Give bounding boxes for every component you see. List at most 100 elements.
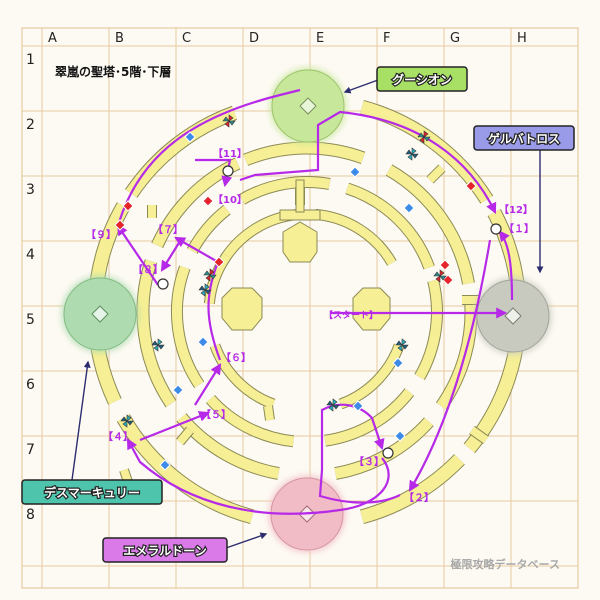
red-switch-tile — [439, 259, 451, 271]
orb-3 — [382, 447, 394, 459]
route-path — [116, 88, 514, 515]
pinwheel-blade — [405, 149, 413, 155]
marker-5: 【５】 — [201, 408, 231, 421]
pinwheel-blade — [419, 136, 425, 144]
west-callout-arrow — [71, 360, 91, 481]
red-switch-tile — [122, 200, 134, 212]
corridor-floor — [386, 165, 474, 285]
corridor-spur — [427, 165, 445, 183]
red-switch-tile — [213, 256, 225, 268]
north-callout-arrow — [343, 79, 379, 94]
orbs — [157, 165, 502, 459]
pinwheel-icon — [120, 414, 134, 428]
blue-switch-tile — [172, 384, 184, 396]
watermark: 極限攻略データベース — [450, 557, 560, 571]
pinwheel-blade — [200, 289, 206, 297]
red-switch-tile — [465, 180, 477, 192]
marker-2: 【２】 — [404, 491, 434, 504]
pinwheel-blade — [332, 404, 340, 410]
column-label: F — [383, 31, 390, 46]
central-chambers — [221, 179, 391, 331]
corridor-floor — [243, 142, 365, 166]
marker-3: 【３】 — [354, 455, 384, 468]
pinwheel-blade — [407, 153, 413, 161]
boss-south-name: エメラルドーン — [123, 544, 206, 558]
red-switch-tile — [442, 274, 454, 286]
marker-7: 【７】 — [153, 223, 183, 236]
marker-start: 【スタート】 — [324, 309, 378, 321]
pinwheel-icon — [433, 269, 447, 283]
blue-switch-tile — [184, 131, 196, 143]
north-warp-tile — [299, 97, 317, 115]
row-label: 6 — [26, 377, 35, 393]
pinwheel-blade — [395, 340, 403, 346]
boss-west-name: デスマーキュリー — [44, 485, 140, 500]
pinwheel-blade — [198, 285, 206, 291]
row-label: 5 — [26, 312, 35, 328]
pinwheel-blade — [209, 274, 217, 280]
row-label: 3 — [26, 182, 35, 198]
marker-6: 【６】 — [221, 351, 251, 364]
pinwheel-blade — [228, 114, 234, 122]
blue-switch-tile — [352, 400, 364, 412]
row-label: 8 — [26, 507, 35, 523]
middle-ring — [136, 141, 478, 480]
pinwheel-blade — [222, 116, 230, 122]
south-callout-arrow — [225, 532, 268, 549]
pinwheel-blade — [205, 274, 211, 282]
pinwheel-blade — [439, 275, 447, 281]
blue-switch-tile — [392, 357, 404, 369]
marker-8: 【８】 — [133, 263, 163, 276]
pinwheel-blade — [433, 271, 441, 277]
corridor-edge — [338, 343, 405, 410]
corridor-spur — [176, 427, 194, 445]
column-label: C — [182, 31, 191, 46]
route-leg-11 — [239, 110, 497, 214]
pinwheel-blade — [401, 338, 407, 346]
pinwheel-blade — [120, 416, 128, 422]
pinwheel-blade — [151, 340, 159, 346]
pinwheel-icon — [203, 268, 217, 282]
marker-11: 【11】 — [213, 147, 247, 160]
orb-8 — [157, 278, 169, 290]
boss-east-name: ゲルバトロス — [488, 131, 560, 146]
step-labels: 【スタート】 【１】 【２】 【３】 【４】 【５】 【６】 【７】 【８】 【… — [86, 147, 534, 504]
route-leg-8 — [160, 237, 183, 272]
pinwheel-blade — [228, 120, 236, 126]
blue-switch-tile — [159, 459, 171, 471]
corridor-floor — [324, 388, 414, 446]
boss-rooms — [61, 67, 552, 553]
corridor-floor — [360, 454, 465, 524]
pinwheel-blade — [439, 269, 445, 277]
pinwheel-blade — [122, 420, 128, 428]
pinwheel-blade — [209, 268, 215, 276]
boss-callouts: グーシオン ゲルバトロス デスマーキュリー エメラルドーン — [21, 66, 575, 563]
pinwheel-blade — [203, 270, 211, 276]
corridor-spur — [264, 405, 274, 421]
pinwheel-icon — [222, 114, 236, 128]
pinwheel-blade — [126, 414, 132, 422]
corridor-floor — [177, 413, 280, 479]
east-callout-box — [473, 125, 575, 151]
route-leg-10 — [195, 158, 233, 188]
route-leg-4 — [126, 438, 390, 515]
pinwheel-icon — [198, 283, 212, 297]
corridor-floor — [345, 183, 434, 270]
pinwheel-icon — [151, 338, 165, 352]
corridor-floor — [239, 177, 331, 204]
inner-ring-2 — [170, 176, 443, 448]
corridor-floor — [415, 279, 442, 380]
pinwheel-blade — [326, 400, 334, 406]
pinwheel-blade — [204, 283, 210, 291]
west-warp-tile — [91, 305, 109, 323]
blue-switch-tile — [197, 336, 209, 348]
row-label: 7 — [26, 442, 35, 458]
pinwheel-blade — [417, 132, 425, 138]
pinwheel-blade — [397, 344, 403, 352]
corridor-spur — [469, 426, 489, 444]
north-callout-box — [376, 66, 468, 92]
pinwheel-blade — [157, 344, 165, 350]
marker-9: 【９】 — [86, 228, 116, 241]
pinwheel-blade — [411, 153, 419, 159]
